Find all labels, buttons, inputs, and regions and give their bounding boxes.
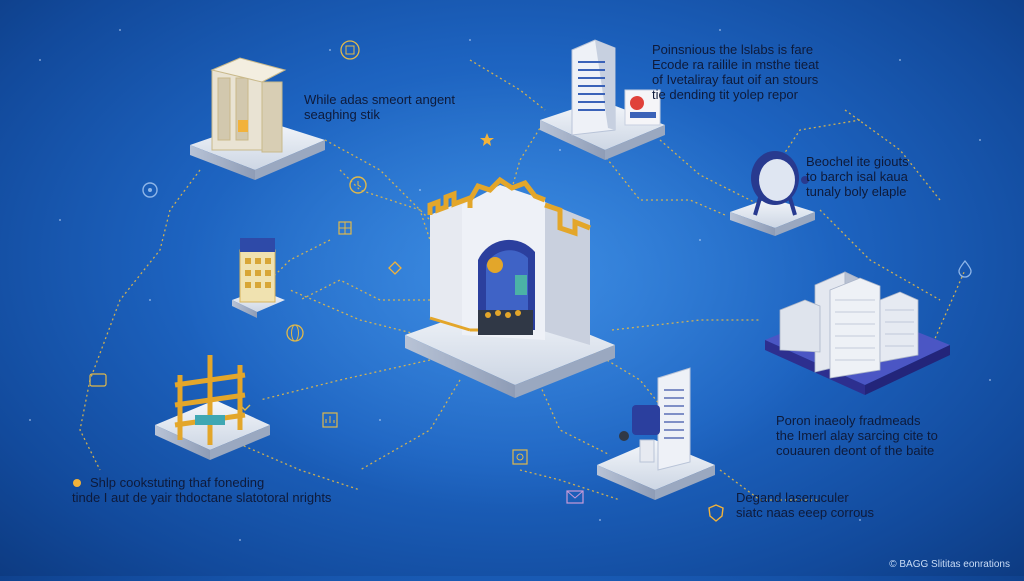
caption-line: tunaly boly elaple [806, 184, 907, 199]
caption-line: Shlp cookstuting thaf foneding [90, 475, 265, 490]
diamond-node-icon [388, 261, 402, 275]
caption-line: of Ivetaliray faut oif an stours [652, 72, 819, 87]
gear-node-icon [142, 182, 158, 198]
caption-top-left: While adas smeort angent seaghing stik [304, 92, 455, 122]
node-small-tower [232, 238, 285, 318]
building-node-icon [340, 40, 360, 60]
caption-line: Degand laseruculer [736, 490, 849, 505]
caption-line: Beochel ite giouts [806, 154, 909, 169]
caption-line: Ecode ra railile in msthe tieat [652, 57, 819, 72]
caption-right-upper: Beochel ite giouts to barch isal kaua tu… [806, 154, 909, 199]
grid-node-icon [338, 221, 352, 235]
caption-line: tinde I aut de yair thdoctane slatotoral… [72, 490, 332, 505]
caption-line: tie dending tit yolep repor [652, 87, 798, 102]
caption-bottom-left: Shlp cookstuting thaf foneding tinde I a… [72, 475, 331, 505]
node-central-castle [405, 176, 615, 398]
node-scaffold [155, 355, 270, 460]
caption-top-right: Poinsnious the lslabs is fare Ecode ra r… [652, 42, 819, 102]
star-node-icon [480, 133, 494, 146]
footer-credit: © BAGG Slititas eonrations [889, 559, 1010, 570]
caption-line: Poron inaeoly fradmeads [776, 413, 921, 428]
chart-node-icon [322, 412, 338, 428]
caption-line: Poinsnious the lslabs is fare [652, 42, 814, 57]
node-city-block [765, 271, 950, 395]
sun-node-icon [73, 479, 81, 487]
node-gate-structure [190, 57, 325, 180]
caption-line: siatc naas eeep corrous [736, 505, 875, 520]
drop-node-icon [958, 259, 972, 278]
caption-line: While adas smeort angent [304, 92, 456, 107]
caption-line: the Imerl alay sarcing cite to [776, 428, 938, 443]
node-dish [730, 151, 815, 236]
target-node-icon [512, 449, 528, 465]
caption-bottom-right: Degand laseruculer siatc naas eeep corro… [736, 490, 874, 520]
caption-line: seaghing stik [304, 107, 380, 122]
globe-node-icon [286, 324, 304, 342]
caption-line: couauren deont of the baite [776, 443, 935, 458]
caption-line: to barch isal kaua [806, 169, 908, 184]
mail-node-icon [566, 490, 584, 504]
node-sign-panel [597, 367, 715, 500]
background-stars [29, 29, 991, 541]
shield-node-icon [708, 504, 724, 522]
clock-node-icon [349, 176, 367, 194]
tag-node-icon [89, 373, 107, 387]
caption-right-lower: Poron inaeoly fradmeads the Imerl alay s… [776, 413, 938, 458]
node-document-panel [540, 39, 665, 160]
